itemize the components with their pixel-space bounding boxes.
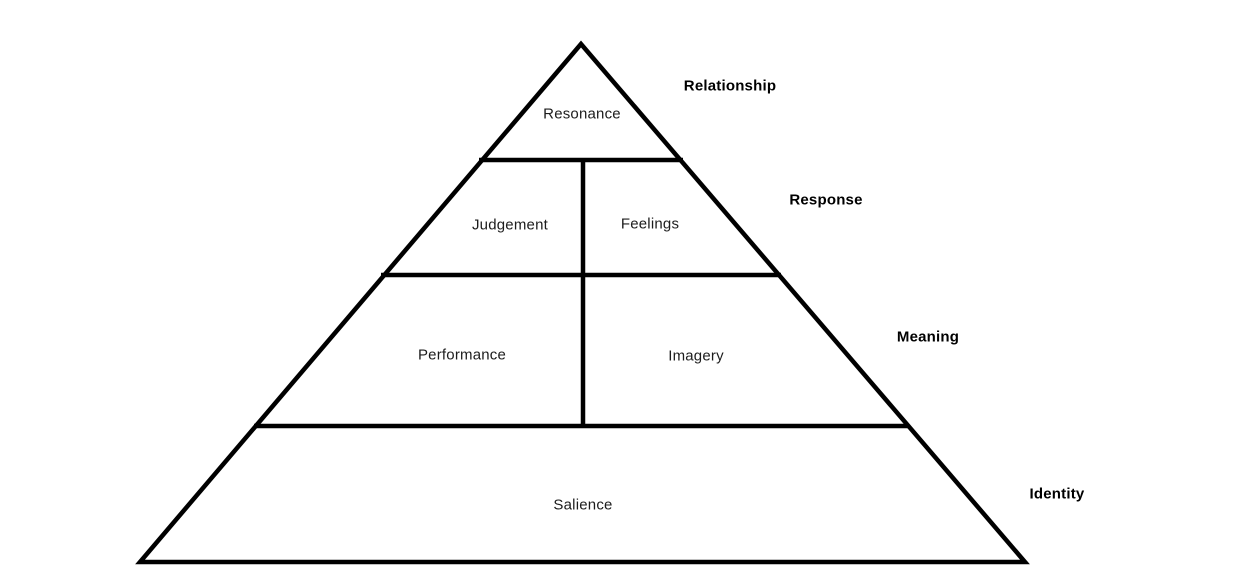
cell-label-salience: Salience [553, 496, 613, 514]
stage-label-relationship: Relationship [683, 77, 777, 95]
cell-label-judgement: Judgement [471, 216, 549, 234]
cell-label-resonance: Resonance [543, 105, 621, 123]
cell-label-performance: Performance [417, 346, 507, 364]
stage-label-response: Response [789, 191, 863, 209]
stage-label-meaning: Meaning [896, 328, 960, 346]
stage-label-identity: Identity [1029, 485, 1085, 503]
cell-label-imagery: Imagery [668, 347, 724, 365]
pyramid-outline [135, 40, 1030, 565]
cell-label-feelings: Feelings [620, 215, 680, 233]
